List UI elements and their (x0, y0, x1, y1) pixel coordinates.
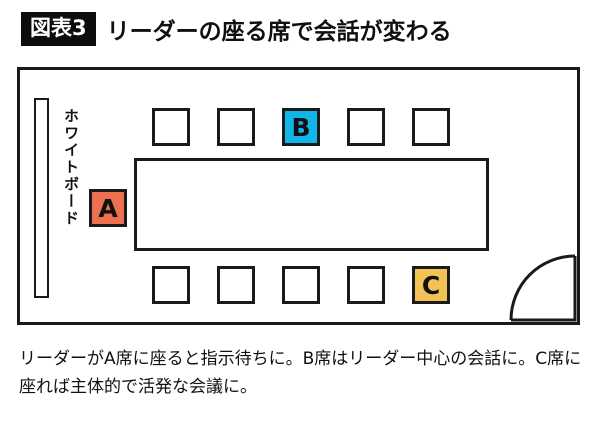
whiteboard-label: ホワイトボード (62, 108, 80, 227)
meeting-room-diagram: ホワイトボード B C A (0, 58, 600, 340)
whiteboard-shape (34, 98, 49, 298)
seat-top-4[interactable] (347, 108, 385, 146)
seat-b[interactable]: B (282, 108, 320, 146)
door-swing-icon (499, 244, 577, 322)
figure-caption: リーダーがA席に座ると指示待ちに。B席はリーダー中心の会話に。C席に座れば主体的… (19, 349, 582, 397)
seat-c[interactable]: C (412, 266, 450, 304)
figure-number-badge: 図表3 (21, 12, 96, 46)
seat-bottom-1[interactable] (152, 266, 190, 304)
figure-header: 図表3 リーダーの座る席で会話が変わる (0, 0, 600, 58)
seat-top-2[interactable] (217, 108, 255, 146)
seat-a[interactable]: A (89, 189, 127, 227)
room-outline: ホワイトボード B C A (17, 67, 580, 325)
conference-table (134, 158, 489, 251)
seat-bottom-4[interactable] (347, 266, 385, 304)
page-title: リーダーの座る席で会話が変わる (106, 19, 452, 45)
seat-top-5[interactable] (412, 108, 450, 146)
seat-bottom-2[interactable] (217, 266, 255, 304)
seat-bottom-3[interactable] (282, 266, 320, 304)
seat-top-1[interactable] (152, 108, 190, 146)
